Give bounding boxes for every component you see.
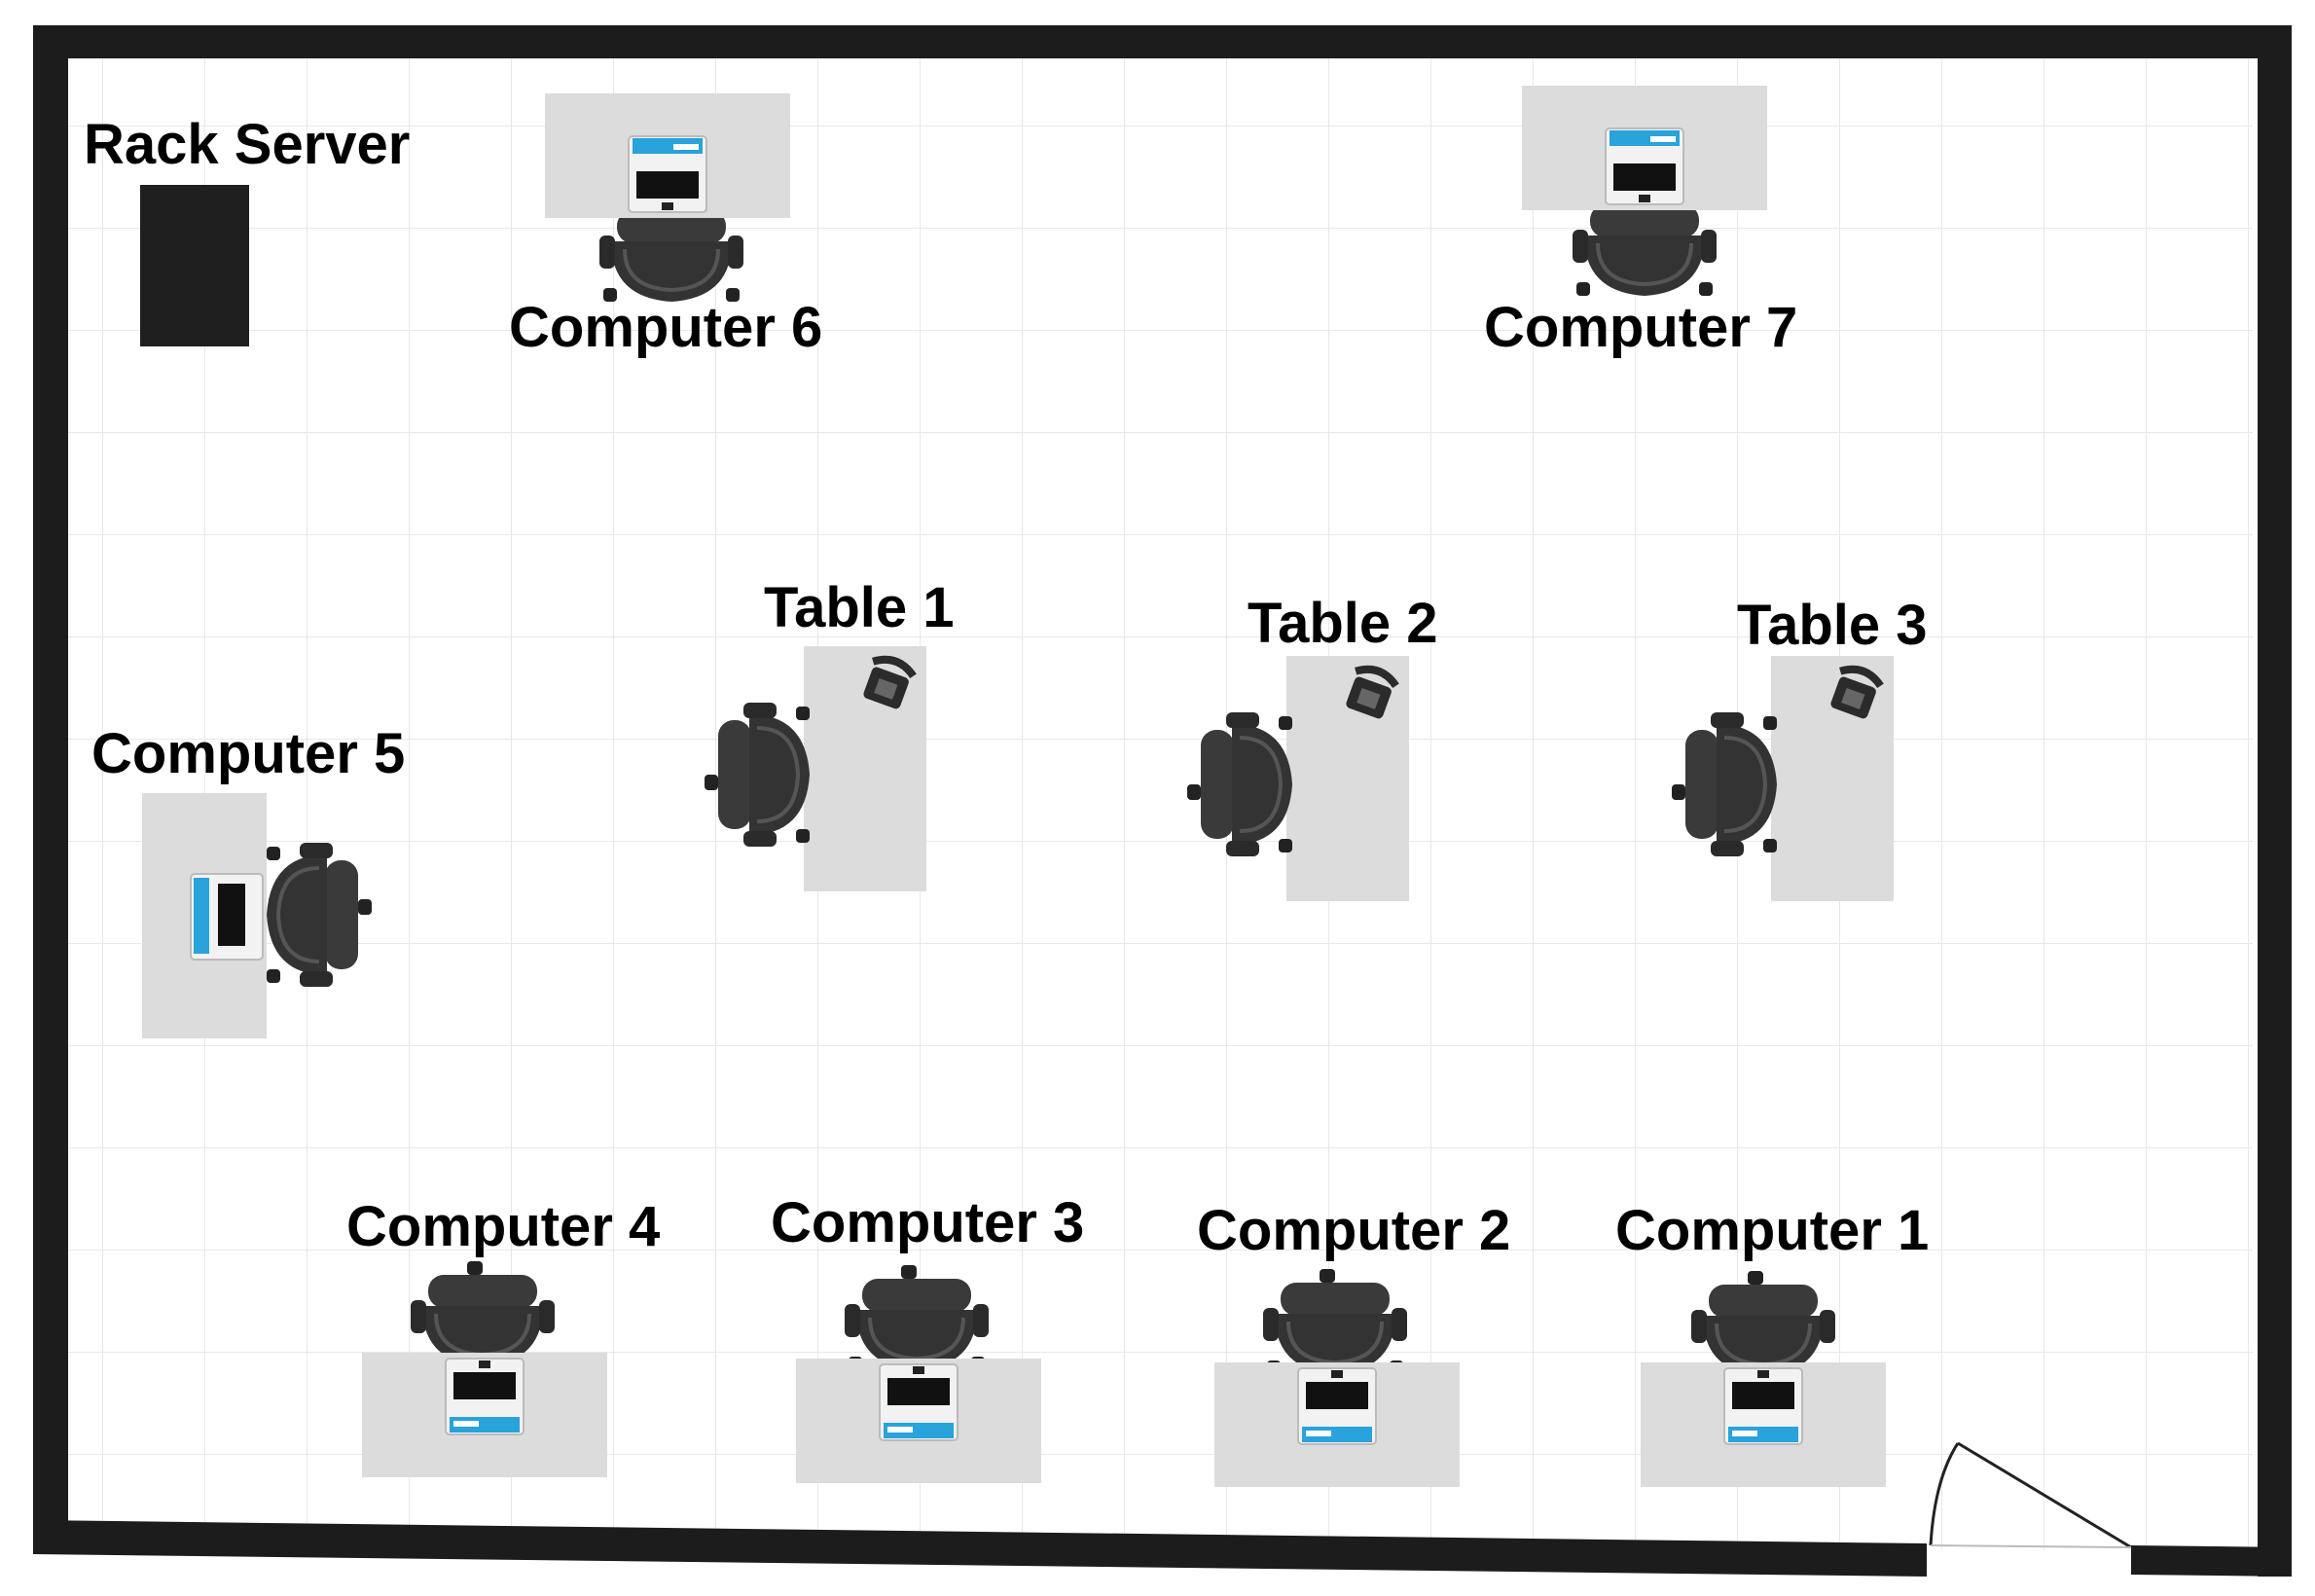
computer-workstation-icon bbox=[795, 1358, 1042, 1484]
computer-5-workstation bbox=[142, 793, 374, 1038]
server-rack-icon bbox=[140, 185, 249, 346]
computer-workstation-icon bbox=[1640, 1361, 1887, 1488]
computer-3-label: Computer 3 bbox=[771, 1191, 1085, 1254]
computer-7-label: Computer 7 bbox=[1484, 296, 1798, 359]
door-swing-icon bbox=[1929, 1441, 2132, 1549]
table-2-label: Table 2 bbox=[1248, 592, 1438, 655]
computer-workstation-icon bbox=[361, 1352, 608, 1478]
computer-workstation-icon bbox=[1213, 1361, 1461, 1488]
phone-desk-icon bbox=[1286, 656, 1409, 901]
computer-5-label: Computer 5 bbox=[91, 722, 406, 785]
table-3-label: Table 3 bbox=[1737, 594, 1928, 657]
computer-4-label: Computer 4 bbox=[346, 1195, 661, 1258]
phone-desk-icon bbox=[804, 646, 926, 891]
computer-2-label: Computer 2 bbox=[1197, 1199, 1511, 1262]
computer-6-label: Computer 6 bbox=[509, 296, 823, 359]
rack-server-label: Rack Server bbox=[84, 113, 411, 176]
floor-grid bbox=[58, 56, 2253, 1550]
computer-1-label: Computer 1 bbox=[1615, 1199, 1930, 1262]
computer-workstation-icon bbox=[544, 92, 791, 219]
table-1-label: Table 1 bbox=[764, 576, 955, 639]
computer-workstation-icon bbox=[1521, 85, 1768, 211]
walls bbox=[33, 25, 2292, 1577]
phone-desk-icon bbox=[1771, 656, 1894, 901]
